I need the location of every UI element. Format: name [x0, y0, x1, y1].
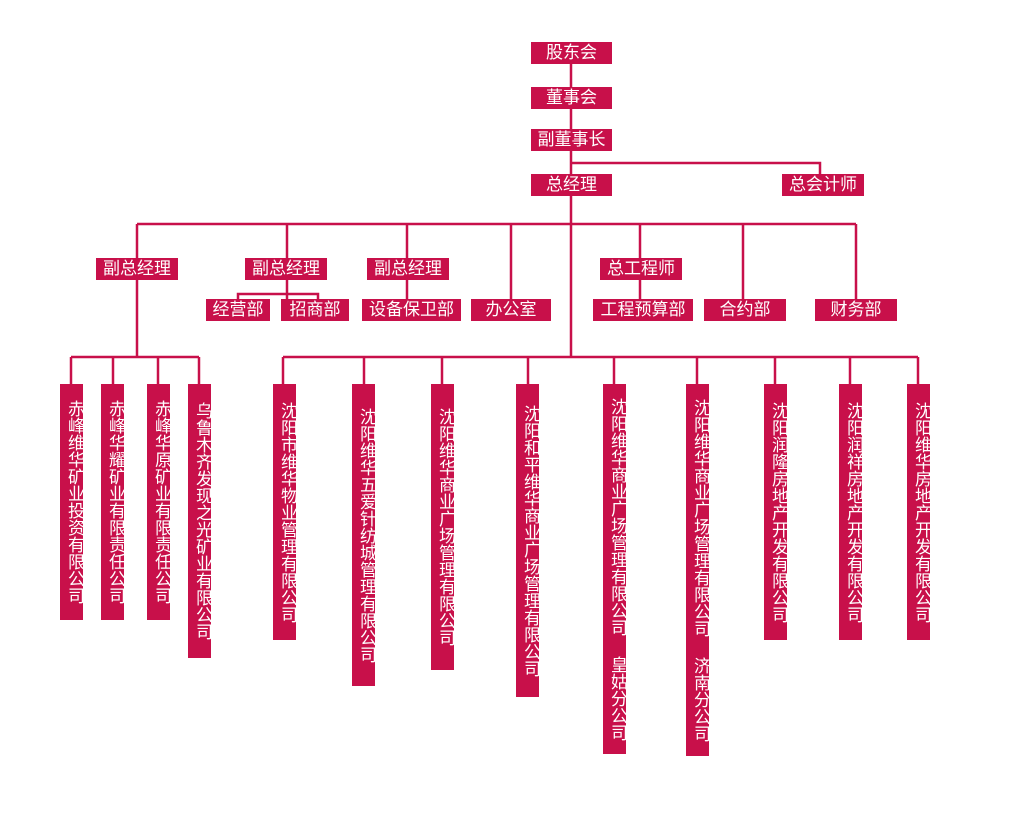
company-box: 赤峰华耀矿业有限责任公司	[101, 384, 125, 620]
budget-dept-box: 工程预算部	[593, 299, 693, 321]
finance-dept-box: 财务部	[815, 299, 897, 321]
company-box: 乌鲁木齐发现之光矿业有限公司	[188, 384, 212, 658]
company-box: 沈阳润祥房地产开发有限公司	[839, 384, 863, 640]
company-box: 沈阳维华房地产开发有限公司	[907, 384, 931, 640]
company-box: 沈阳维华商业广场管理有限公司 济南分公司	[686, 384, 710, 756]
company-box: 沈阳和平维华商业广场管理有限公司	[516, 384, 540, 697]
shareholders-box: 股东会	[531, 42, 612, 64]
vice-gm-box-3: 副总经理	[367, 258, 449, 280]
investment-dept-box: 招商部	[281, 299, 349, 321]
board-box: 董事会	[531, 87, 612, 109]
vice-chairman-box: 副董事长	[531, 129, 612, 151]
company-box: 赤峰维华矿业投资有限公司	[60, 384, 84, 620]
chief-accountant-box: 总会计师	[782, 174, 864, 196]
vice-gm-box-1: 副总经理	[96, 258, 178, 280]
company-box: 沈阳维华商业广场管理有限公司 皇姑分公司	[603, 384, 627, 754]
equipment-security-dept-box: 设备保卫部	[362, 299, 461, 321]
operations-dept-box: 经营部	[206, 299, 270, 321]
general-manager-box: 总经理	[531, 174, 612, 196]
company-box: 沈阳维华五爱针纺城管理有限公司	[352, 384, 376, 686]
vice-gm-box-2: 副总经理	[245, 258, 327, 280]
company-box: 沈阳市维华物业管理有限公司	[273, 384, 297, 640]
company-box: 沈阳维华商业广场管理有限公司	[431, 384, 455, 670]
office-box: 办公室	[471, 299, 551, 321]
company-box: 赤峰华原矿业有限责任公司	[147, 384, 171, 620]
company-box: 沈阳润隆房地产开发有限公司	[764, 384, 788, 640]
contracts-dept-box: 合约部	[704, 299, 786, 321]
chief-engineer-box: 总工程师	[600, 258, 682, 280]
